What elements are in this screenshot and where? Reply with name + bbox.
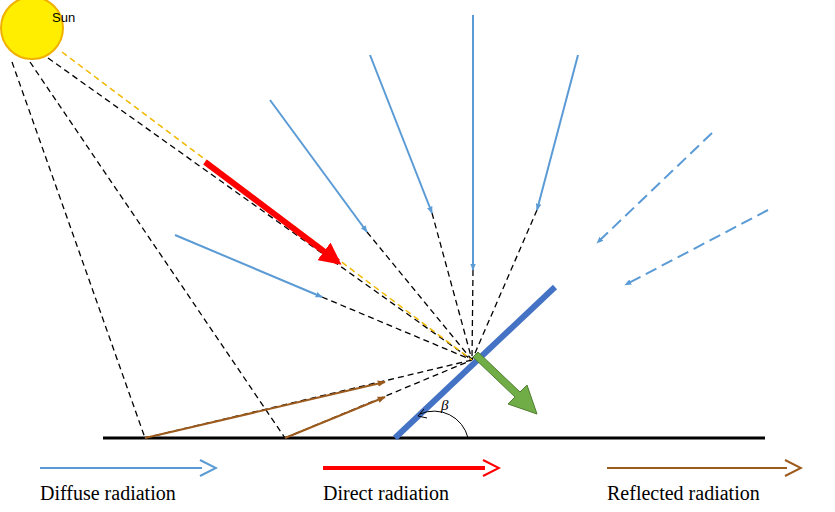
diffuse-arrows (175, 15, 768, 297)
sun-disc (1, 0, 63, 59)
ground-line (103, 437, 765, 440)
legend-text: Direct radiation (323, 482, 449, 505)
legend-text: Diffuse radiation (40, 482, 176, 505)
direct-beam-line (62, 52, 472, 360)
legend-item: Reflected radiation (607, 458, 803, 508)
legend-item: Direct radiation (323, 458, 501, 508)
absorbed-arrow (473, 352, 537, 414)
legend-arrow-shaft (607, 467, 787, 469)
direct-arrow (205, 162, 338, 262)
legend-arrow-sample (40, 458, 218, 480)
tilted-panel (395, 287, 555, 438)
sun-shape (0, 0, 76, 64)
sun-label: Sun (52, 10, 75, 25)
legend-arrow-head (483, 460, 499, 476)
tilt-angle-arc (420, 411, 468, 438)
tilt-angle-arrowhead (418, 409, 427, 418)
legend-arrow-head (200, 460, 216, 476)
legend-arrow-shaft (323, 466, 485, 470)
legend-arrow-shaft (40, 467, 202, 469)
legend-arrow-sample (607, 458, 803, 480)
legend-arrow-sample (323, 458, 501, 480)
legend-item: Diffuse radiation (40, 458, 218, 508)
angle-label: β (441, 397, 448, 414)
sun-circle: Sun (0, 0, 76, 64)
legend-text: Reflected radiation (607, 482, 760, 505)
reflected-arrows (145, 382, 385, 438)
legend-arrow-head (785, 460, 801, 476)
